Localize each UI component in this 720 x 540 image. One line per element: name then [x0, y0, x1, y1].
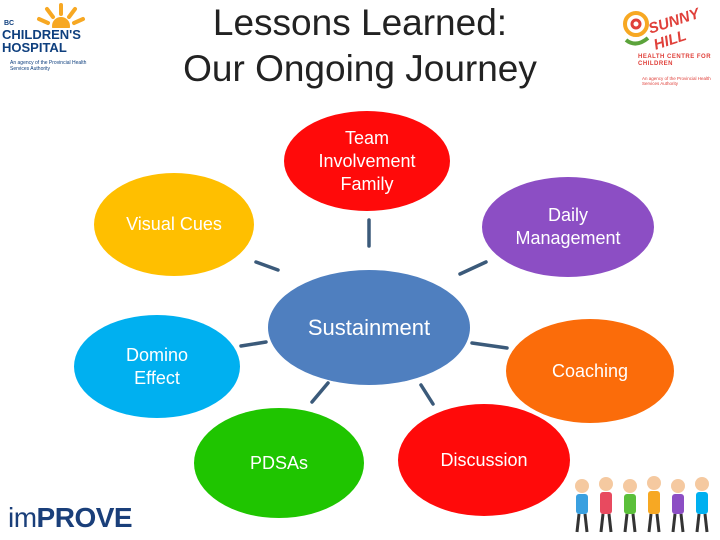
node-label: PDSAs: [249, 452, 309, 473]
improve-logo: imPROVE: [8, 502, 133, 534]
logo-health-centre-text: HEALTH CENTRE FOR CHILDREN: [638, 54, 712, 67]
node-daily-management: Daily Management: [482, 177, 654, 277]
connector-pdsas: [310, 381, 330, 404]
children-illustration-icon: [575, 476, 709, 533]
node-coaching: Coaching: [506, 319, 674, 423]
connector-coaching: [470, 341, 509, 350]
node-label: Discussion: [440, 449, 528, 470]
node-label: Domino Effect: [125, 344, 189, 388]
logo-left-tagline: An agency of the Provincial Health Servi…: [10, 60, 87, 72]
sun-icon: [37, 3, 85, 28]
page-title: Lessons Learned: Our Ongoing Journey: [150, 0, 570, 92]
sunny-hill-logo: SUNNY HILL HEALTH CENTRE FOR CHILDREN An…: [620, 2, 718, 92]
node-label: Visual Cues: [126, 214, 222, 234]
node-label: Sustainment: [307, 315, 431, 340]
bc-childrens-hospital-logo: BC CHILDREN'S HOSPITAL An agency of the …: [2, 2, 94, 82]
node-visual-cues: Visual Cues: [94, 173, 254, 276]
node-sustainment: Sustainment: [268, 270, 470, 385]
connector-visual: [254, 260, 280, 272]
logo-childrens-hospital-text: CHILDREN'S HOSPITAL: [2, 27, 81, 55]
connector-discussion: [419, 383, 435, 406]
connector-domino: [239, 340, 268, 348]
improve-logo-main: PROVE: [36, 502, 133, 533]
connector-daily: [458, 260, 488, 276]
node-label: Daily Management: [515, 205, 621, 248]
node-domino-effect: Domino Effect: [74, 315, 240, 418]
title-line-1: Lessons Learned:: [212, 2, 508, 43]
logo-bc-text: BC: [4, 20, 15, 27]
node-discussion: Discussion: [398, 404, 570, 516]
node-pdsas: PDSAs: [194, 408, 364, 518]
improve-logo-prefix: im: [8, 502, 37, 533]
logo-right-tagline: An agency of the Provincial Health Servi…: [642, 76, 711, 86]
sun-spiral-icon: [623, 11, 650, 46]
node-team-involvement-family: Team Involvement Family: [284, 111, 450, 211]
title-line-2: Our Ongoing Journey: [183, 48, 537, 89]
node-label: Team Involvement Family: [318, 127, 416, 194]
node-label: Coaching: [551, 360, 629, 381]
